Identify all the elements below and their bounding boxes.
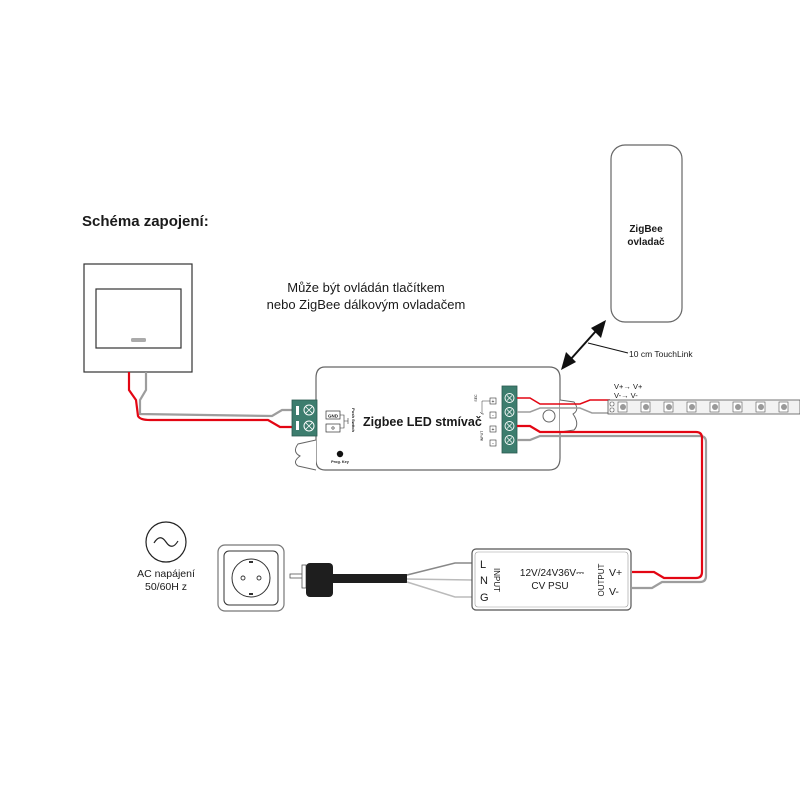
strip-wire-gray xyxy=(517,407,610,414)
wall-push-button xyxy=(83,263,193,373)
wire-G xyxy=(406,581,472,598)
prog-key-label: Prog. Key xyxy=(331,460,350,464)
remote-label-line-1: ZigBee xyxy=(629,224,663,235)
wire-N xyxy=(406,578,473,581)
svg-text:-: - xyxy=(492,413,494,419)
ac-supply-symbol: AC napájení 50/60H z xyxy=(137,521,195,593)
psu-type-label: CV PSU xyxy=(531,581,568,592)
psu-output-label: OUTPUT xyxy=(597,563,606,596)
diagram-title: Schéma zapojení: xyxy=(82,213,209,230)
psu-terminal-g: G xyxy=(480,592,489,604)
ac-label-line-2: 50/60H z xyxy=(145,581,187,593)
prog-key-button xyxy=(336,450,344,458)
description-line-2: nebo ZigBee dálkovým ovladačem xyxy=(267,297,466,312)
led-icon xyxy=(735,404,741,410)
psu-terminal-vplus: V+ xyxy=(609,567,622,579)
strip-vplus-mapping: V+→ V+ xyxy=(614,382,643,391)
led-list xyxy=(609,401,789,413)
led-strip: V+→ V+ V-→ V- xyxy=(607,382,800,415)
psu-terminal-l: L xyxy=(480,559,486,571)
dimmer-name: Zigbee LED stmívač xyxy=(363,415,482,429)
strip-pad-minus xyxy=(609,407,615,413)
led-icon xyxy=(643,404,649,410)
power-cable xyxy=(333,574,407,583)
strip-wires xyxy=(517,397,610,414)
strip-vminus-mapping: V-→ V- xyxy=(614,391,638,400)
description-line-1: Může být ovládán tlačítkem xyxy=(287,280,445,295)
psu-terminal-n: N xyxy=(480,575,488,587)
push-switch-terminals: GND Push Switch xyxy=(325,408,356,432)
psu-terminal-vminus: V- xyxy=(609,586,619,598)
strip-wire-red xyxy=(517,397,610,405)
cv-psu: L N G INPUT 12V/24V36V⎓ CV PSU OUTPUT V+… xyxy=(471,548,632,611)
led-icon xyxy=(666,404,672,410)
button-wires xyxy=(127,372,296,429)
button-indicator xyxy=(131,338,146,342)
led-icon xyxy=(620,404,626,410)
terminal-block-left xyxy=(291,399,318,437)
output-terminal-labels: + - + - SEC INPUT xyxy=(474,394,497,447)
svg-text:+: + xyxy=(492,427,495,433)
wire-L xyxy=(406,562,472,576)
zigbee-dimmer: GND Push Switch Zigbee LED stmívač Prog.… xyxy=(291,366,578,471)
led-icon xyxy=(758,404,764,410)
input-label: INPUT xyxy=(480,430,484,441)
button-wire-red xyxy=(127,372,296,429)
arrow-down-icon xyxy=(561,352,576,370)
led-icon xyxy=(781,404,787,410)
sine-wave-icon xyxy=(153,537,179,547)
mounting-hole xyxy=(542,409,556,423)
arrow-up-icon xyxy=(591,320,606,338)
wall-socket xyxy=(217,544,285,612)
sec-label: SEC xyxy=(474,394,478,402)
gnd-label: GND xyxy=(328,414,339,419)
strip-pad-plus xyxy=(609,401,615,407)
remote-label-line-2: ovladač xyxy=(627,237,665,248)
touchlink-arrow: 10 cm TouchLink xyxy=(561,320,693,370)
svg-text:-: - xyxy=(492,441,494,447)
button-wire-gray xyxy=(138,372,296,418)
zigbee-remote: ZigBee ovladač xyxy=(610,144,683,323)
led-icon xyxy=(689,404,695,410)
push-switch-label: Push Switch xyxy=(351,408,356,432)
touchlink-label: 10 cm TouchLink xyxy=(629,349,693,359)
terminal-block-right xyxy=(501,385,518,454)
ac-label-line-1: AC napájení xyxy=(137,568,195,580)
psu-input-label: INPUT xyxy=(492,568,501,592)
mains-wires xyxy=(406,562,473,598)
svg-text:+: + xyxy=(492,399,495,405)
psu-voltage-label: 12V/24V36V⎓ xyxy=(520,568,584,579)
led-icon xyxy=(712,404,718,410)
psu-to-dimmer-wires xyxy=(517,424,708,590)
psu-wire-red xyxy=(517,424,704,580)
power-plug xyxy=(289,563,407,597)
mounting-ear-left xyxy=(294,439,317,471)
